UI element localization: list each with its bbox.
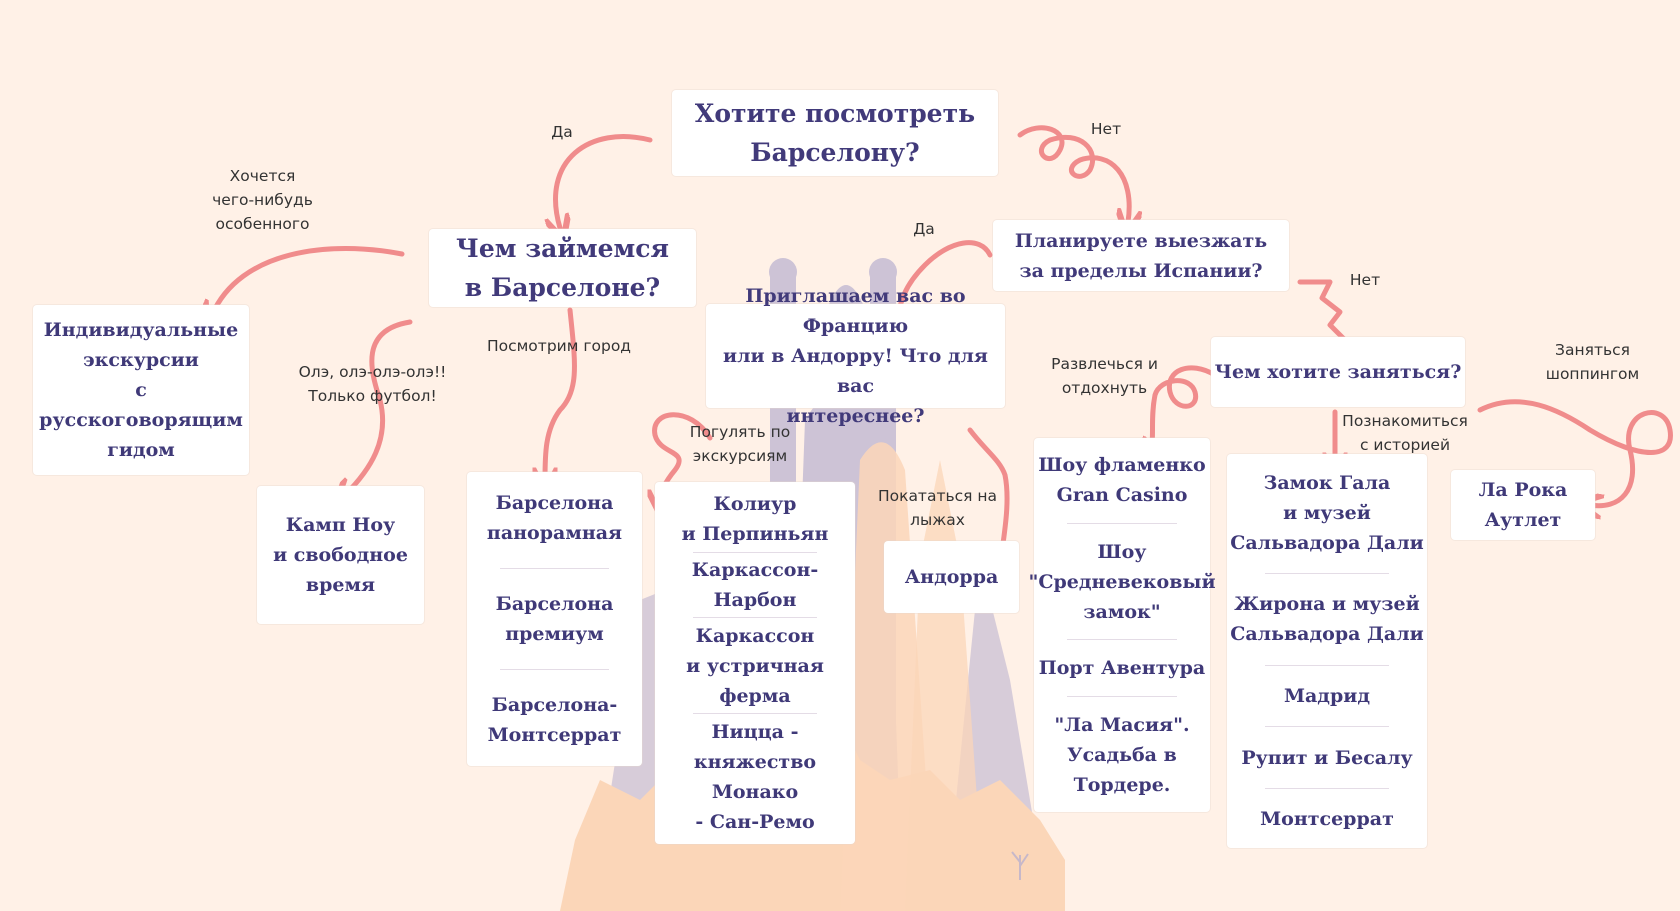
list-item: Шоу "Средневековый замок" [1028, 540, 1216, 623]
list-item: Барселона премиум [495, 593, 614, 645]
label-city: Посмотрим город [486, 337, 632, 355]
what-to-do-text: Чем займемся в Барселоне? [456, 234, 669, 302]
arrow-city [545, 307, 577, 480]
arrow-special [212, 245, 405, 315]
individual-tours-box: Индивидуальные экскурсии с русскоговорящ… [33, 305, 249, 475]
france-andorra-question: Приглашаем вас во Францию или в Андорру!… [706, 285, 1005, 427]
arrow-football [345, 319, 413, 495]
barcelona-tours-box: Барселона панорамная Барселона премиум Б… [467, 472, 642, 766]
divider [693, 551, 817, 553]
label-ski: Покататься на лыжах [877, 487, 998, 529]
list-item: Жирона и музей Сальвадора Дали [1230, 593, 1424, 646]
divider [1265, 572, 1389, 574]
list-item: Колиур и Перпиньян [681, 493, 829, 546]
divider [1265, 726, 1389, 728]
list-item: Каркассон- Нарбон [691, 559, 819, 612]
label-football: Олэ, олэ-олэ-олэ!! Только футбол! [298, 363, 447, 405]
label-yes-1: Да [551, 123, 573, 141]
label-fun: Развлечься и отдохнуть [1051, 355, 1158, 397]
divider [1067, 695, 1177, 697]
leave-spain-text: Планируете выезжать за пределы Испании? [1014, 229, 1268, 282]
activity-text: Чем хотите заняться? [1214, 361, 1462, 383]
divider [1265, 664, 1389, 666]
arrow-shopping [1477, 399, 1673, 506]
outlet-text: Ла Рока Аутлет [1478, 479, 1568, 531]
list-item: Замок Гала и музей Сальвадора Дали [1230, 471, 1424, 554]
fun-box: Шоу фламенко Gran Casino Шоу "Средневеко… [1028, 438, 1216, 812]
arrow-no-activity [1297, 279, 1360, 355]
label-tours: Погулять по экскурсиям [689, 423, 791, 465]
individual-tours-text: Индивидуальные экскурсии с русскоговорящ… [39, 319, 243, 461]
list-item: Рупит и Бесалу [1241, 746, 1413, 769]
arrow-root-yes [556, 134, 653, 228]
list-item: Порт Авентура [1038, 657, 1206, 680]
divider [1265, 787, 1389, 789]
root-question: Хотите посмотреть Барселону? [672, 90, 998, 176]
list-item: Мадрид [1283, 684, 1371, 707]
label-special: Хочется чего-нибудь особенного [212, 167, 313, 233]
list-item: Шоу фламенко Gran Casino [1038, 454, 1206, 507]
divider [500, 669, 609, 670]
label-history: Познакомиться с историей [1342, 412, 1468, 454]
leave-spain-question: Планируете выезжать за пределы Испании? [993, 220, 1289, 291]
arrow-ski [967, 427, 1007, 565]
root-question-text: Хотите посмотреть Барселону? [694, 99, 976, 167]
list-item: Монтсеррат [1260, 808, 1394, 831]
list-item: "Ла Масия". Усадьба в Тордере. [1054, 713, 1190, 796]
france-andorra-text: Приглашаем вас во Францию или в Андорру!… [723, 285, 988, 427]
divider [693, 617, 817, 619]
what-to-do-question: Чем займемся в Барселоне? [429, 229, 696, 307]
andorra-box: Андорра [884, 541, 1019, 613]
history-box: Замок Гала и музей Сальвадора Дали Жирон… [1227, 454, 1427, 848]
france-tours-box: Колиур и Перпиньян Каркассон- Нарбон Кар… [655, 482, 855, 844]
label-no-2: Нет [1349, 271, 1381, 289]
list-item: Ницца - княжество Монако - Сан-Ремо [693, 720, 817, 833]
arrow-root-no [1017, 125, 1129, 222]
label-shopping: Заняться шоппингом [1545, 341, 1640, 383]
label-no-1: Нет [1090, 120, 1122, 138]
divider [1067, 523, 1177, 525]
list-item: Барселона- Монтсеррат [487, 694, 622, 746]
activity-question: Чем хотите заняться? [1211, 337, 1465, 407]
divider [500, 568, 609, 569]
list-item: Каркассон и устричная ферма [686, 624, 824, 707]
camp-nou-text: Камп Ноу и свободное время [273, 514, 408, 596]
list-item: Барселона панорамная [486, 492, 623, 544]
divider [1067, 639, 1177, 641]
label-yes-2: Да [913, 220, 935, 238]
arrow-fun [1150, 365, 1218, 452]
andorra-text: Андорра [904, 566, 999, 588]
divider [693, 713, 817, 715]
outlet-box: Ла Рока Аутлет [1451, 470, 1595, 540]
camp-nou-box: Камп Ноу и свободное время [257, 486, 424, 624]
